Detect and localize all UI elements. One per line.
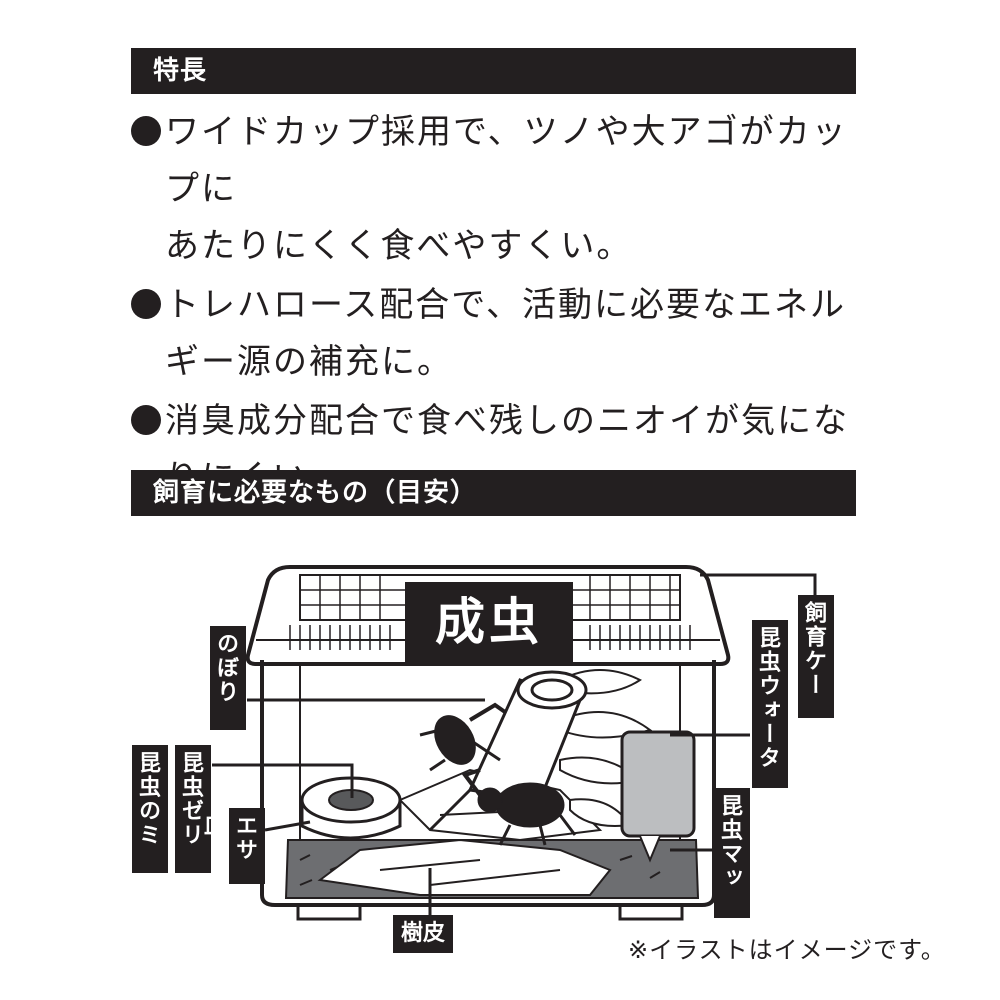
label-insect-water: 昆虫ウォーター xyxy=(723,620,788,788)
case-foot-right xyxy=(618,903,684,921)
label-breeding-case: 飼育ケース xyxy=(769,595,834,718)
case-foot-left xyxy=(296,903,362,921)
bullet-icon xyxy=(131,289,161,319)
feature-item: ワイドカップ採用で、ツノや大アゴがカップに あたりにくく食べやすくい。 xyxy=(131,104,871,275)
feature-line: ワイドカップ採用で、ツノや大アゴがカップに xyxy=(165,112,848,209)
beetle-icon xyxy=(419,702,507,772)
lid-vent-lines xyxy=(289,625,691,650)
feature-list: ワイドカップ採用で、ツノや大アゴがカップに あたりにくく食べやすくい。 トレハロ… xyxy=(131,104,871,509)
leader-line-case xyxy=(700,573,817,595)
feature-item: トレハロース配合で、活動に必要なエネル ギー源の補充に。 xyxy=(131,277,871,391)
case-lid-outline xyxy=(245,565,731,666)
feature-line: ギー源の補充に。 xyxy=(165,342,453,382)
supplies-heading: 飼育に必要なもの（目安） xyxy=(131,470,856,516)
illustration-note: ※イラストはイメージです。 xyxy=(628,936,946,964)
leader-line-jelly xyxy=(212,763,354,798)
beetle-icon xyxy=(461,768,577,846)
feature-line: 消臭成分配合で食べ残しのニオイが気にな xyxy=(165,401,849,441)
label-climbing-wood: のぼり木 xyxy=(181,626,246,730)
label-feed-dish: エサ皿 xyxy=(200,808,265,884)
case-body-outline xyxy=(260,660,716,907)
feature-line: トレハロース配合で、活動に必要なエネル xyxy=(165,285,846,325)
stage-label: 成虫 xyxy=(405,582,573,662)
feed-dish xyxy=(300,776,402,840)
bullet-icon xyxy=(131,116,161,146)
label-insect-mat: 昆虫マット xyxy=(685,788,750,918)
features-heading: 特長 xyxy=(131,48,856,94)
bullet-icon xyxy=(131,405,161,435)
label-tree-bark: 樹皮 xyxy=(393,915,454,953)
leader-line-dish xyxy=(264,820,311,832)
feature-line: あたりにくく食べやすくい。 xyxy=(165,226,633,266)
label-insect-jelly: 昆虫ゼリー xyxy=(146,745,211,873)
label-insect-nectar: 昆虫のミツ xyxy=(103,745,168,873)
tree-bark-piece xyxy=(317,838,612,896)
insect-water-bottle xyxy=(620,730,696,863)
